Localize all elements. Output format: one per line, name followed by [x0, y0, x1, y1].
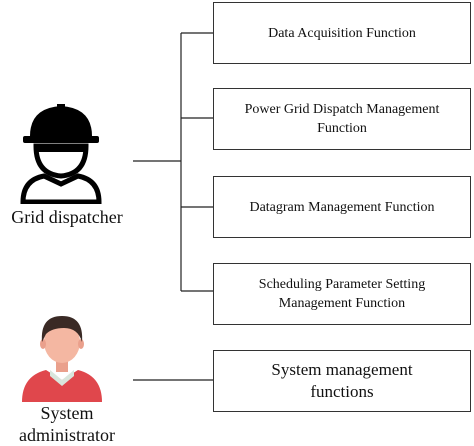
function-label: System management functions — [271, 360, 413, 401]
function-box-system-management: System management functions — [213, 350, 471, 412]
function-label: Data Acquisition Function — [268, 25, 416, 41]
actor-label-grid-dispatcher: Grid dispatcher — [11, 207, 123, 227]
function-box-datagram-management: Datagram Management Function — [213, 176, 471, 238]
function-label: Scheduling Parameter Setting Management … — [258, 277, 426, 311]
function-box-data-acquisition: Data Acquisition Function — [213, 2, 471, 64]
actor-label-system-administrator: System administrator — [19, 403, 115, 445]
user-avatar-icon — [22, 316, 102, 402]
function-label: Power Grid Dispatch Management Function — [244, 102, 440, 136]
function-box-dispatch-management: Power Grid Dispatch Management Function — [213, 88, 471, 150]
worker-helmet-icon — [20, 104, 102, 204]
function-box-scheduling-parameter: Scheduling Parameter Setting Management … — [213, 263, 471, 325]
function-label: Datagram Management Function — [249, 199, 435, 215]
